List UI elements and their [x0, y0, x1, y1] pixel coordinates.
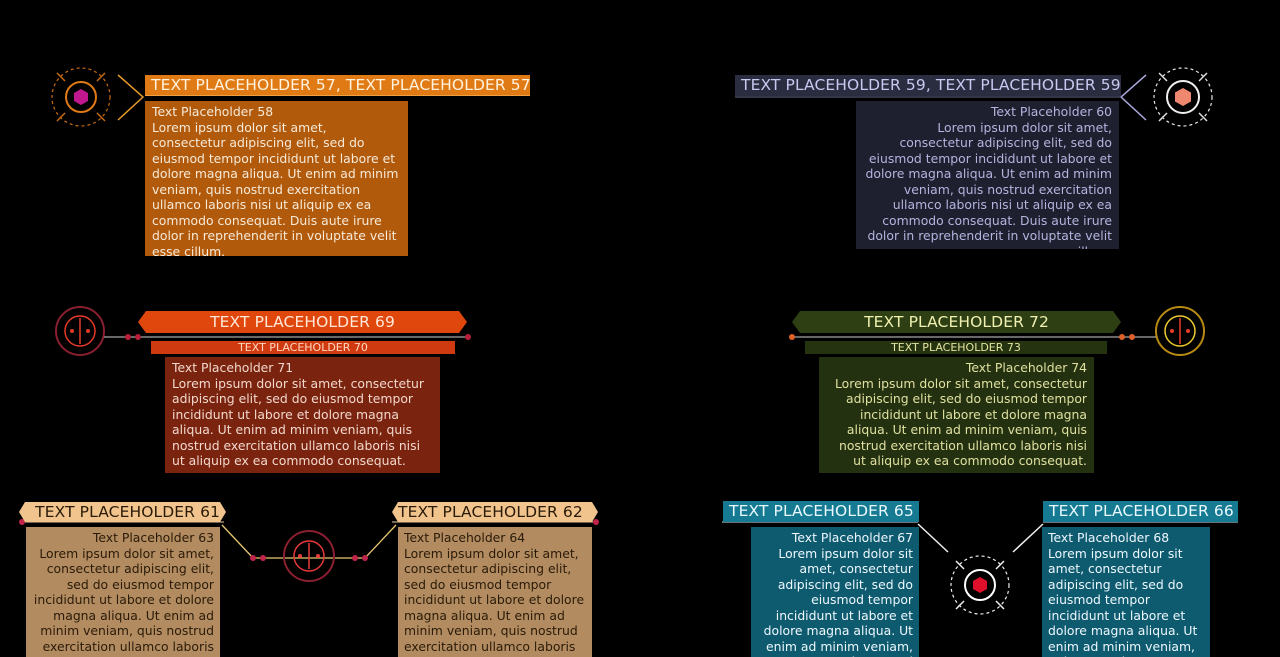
- panel-7-body: Lorem ipsum dolor sit amet, consectetur …: [763, 545, 913, 657]
- crosshair-icon: [283, 530, 335, 582]
- panel-8-body-box: Text Placeholder 68 Lorem ipsum dolor si…: [1042, 527, 1210, 657]
- panel-3-title: TEXT PLACEHOLDER 69: [138, 311, 467, 333]
- crosshair-icon: [1155, 306, 1205, 356]
- panel-6-heading: Text Placeholder 64: [404, 530, 526, 545]
- panel-2-heading: Text Placeholder 60: [990, 104, 1112, 119]
- hexagon-target-icon: [1153, 67, 1213, 127]
- panel-3-subtitle: TEXT PLACEHOLDER 70: [151, 341, 455, 354]
- panel-3-body: Lorem ipsum dolor sit amet, consectetur …: [172, 375, 424, 469]
- panel-6-body-box: Text Placeholder 64 Lorem ipsum dolor si…: [398, 527, 592, 657]
- panel-7-heading: Text Placeholder 67: [791, 530, 913, 545]
- panel-8-body: Lorem ipsum dolor sit amet, consectetur …: [1048, 545, 1198, 657]
- crosshair-icon: [55, 306, 105, 356]
- panel-1-body-box: Text Placeholder 58 Lorem ipsum dolor si…: [145, 101, 408, 256]
- panel-8-title: TEXT PLACEHOLDER 66: [1043, 501, 1238, 522]
- panel-8-heading: Text Placeholder 68: [1048, 530, 1170, 545]
- panel-3-heading: Text Placeholder 71: [172, 360, 294, 375]
- target-reticle-icon: [950, 555, 1010, 615]
- panel-5-body: Lorem ipsum dolor sit amet, consectetur …: [33, 545, 214, 654]
- panel-1-body: Lorem ipsum dolor sit amet, consectetur …: [152, 119, 399, 257]
- panel-4-heading: Text Placeholder 74: [965, 360, 1087, 375]
- panel-2-body: Lorem ipsum dolor sit amet, consectetur …: [865, 119, 1113, 250]
- panel-7-title: TEXT PLACEHOLDER 65: [723, 501, 919, 522]
- panel-5-body-box: Text Placeholder 63 Lorem ipsum dolor si…: [26, 527, 220, 657]
- panel-4-subtitle: TEXT PLACEHOLDER 73: [805, 341, 1107, 354]
- panel-6-body: Lorem ipsum dolor sit amet, consectetur …: [404, 545, 585, 654]
- panel-4-body-box: Text Placeholder 74 Lorem ipsum dolor si…: [819, 357, 1094, 473]
- panel-7-body-box: Text Placeholder 67 Lorem ipsum dolor si…: [751, 527, 919, 657]
- panel-2-body-box: Text Placeholder 60 Lorem ipsum dolor si…: [856, 101, 1119, 249]
- panel-4-title: TEXT PLACEHOLDER 72: [792, 311, 1121, 333]
- panel-1-heading: Text Placeholder 58: [152, 104, 274, 119]
- panel-3-body-box: Text Placeholder 71 Lorem ipsum dolor si…: [165, 357, 440, 473]
- panel-2-title: TEXT PLACEHOLDER 59, TEXT PLACEHOLDER 59: [735, 75, 1121, 96]
- panel-5-title: TEXT PLACEHOLDER 61: [19, 502, 226, 522]
- panel-4-body: Lorem ipsum dolor sit amet, consectetur …: [835, 375, 1087, 469]
- panel-6-title: TEXT PLACEHOLDER 62: [392, 502, 598, 522]
- panel-1-title: TEXT PLACEHOLDER 57, TEXT PLACEHOLDER 57: [145, 75, 530, 96]
- hexagon-target-icon: [51, 67, 111, 127]
- panel-5-heading: Text Placeholder 63: [92, 530, 214, 545]
